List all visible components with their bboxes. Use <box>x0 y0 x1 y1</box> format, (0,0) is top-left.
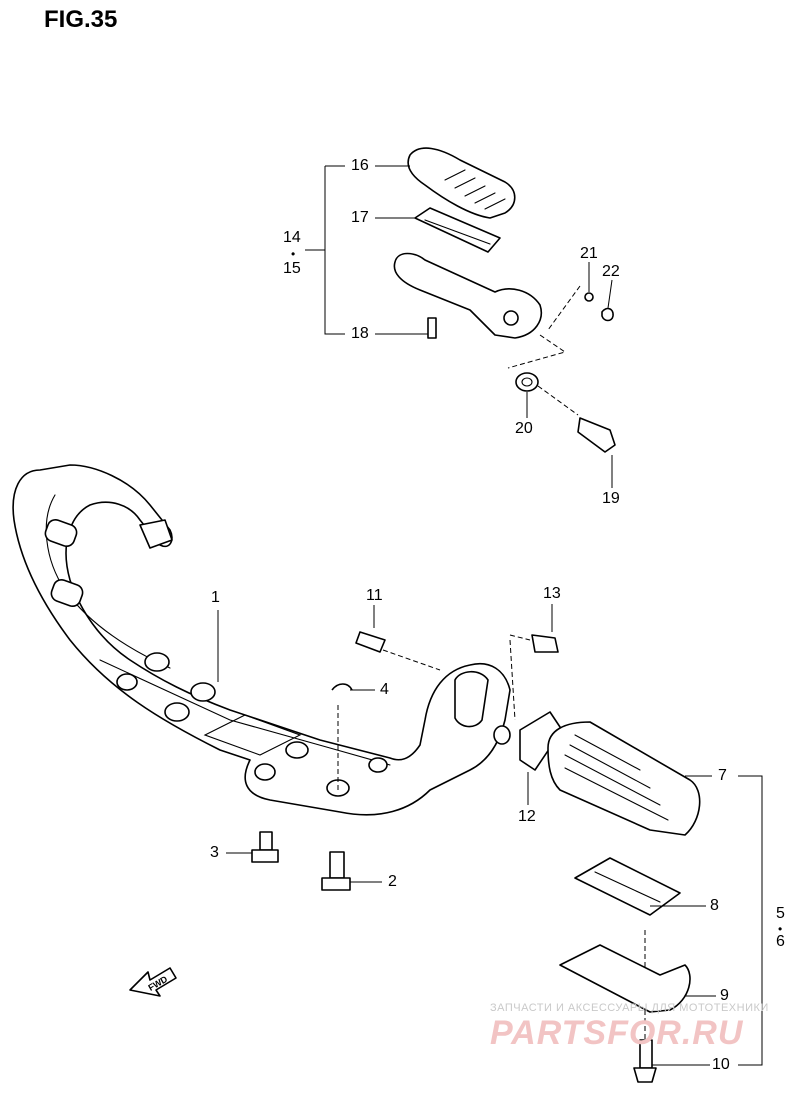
footrest-plate-part <box>414 207 501 253</box>
callout-3: 3 <box>210 844 219 861</box>
callout-22: 22 <box>602 263 620 280</box>
callout-6: 6 <box>776 933 785 950</box>
watermark-brand: PARTSFOR.RU <box>490 1014 744 1052</box>
group-dot-14-15: • <box>291 247 296 261</box>
bolt-3-part <box>251 849 279 863</box>
watermark-tagline: ЗАПЧАСТИ И АКСЕССУАРЫ ДЛЯ МОТОТЕХНИКИ <box>490 1002 769 1014</box>
callout-11: 11 <box>366 587 383 604</box>
figure-title: FIG.35 <box>44 6 118 33</box>
callout-9: 9 <box>720 987 729 1004</box>
callout-1: 1 <box>211 589 220 606</box>
washer-20-part <box>515 372 539 392</box>
callout-8: 8 <box>710 897 719 914</box>
base-9-part <box>559 944 691 1013</box>
spring-22-part <box>601 307 614 322</box>
fasteners <box>251 631 657 1083</box>
callout-16: 16 <box>351 157 369 174</box>
callout-5: 5 <box>776 905 785 922</box>
callout-19: 19 <box>602 490 620 507</box>
passenger-footrest-assembly <box>519 711 701 1013</box>
group-dot-5-6: • <box>778 922 783 936</box>
callout-15: 15 <box>283 260 301 277</box>
pivot-hardware <box>515 292 616 453</box>
callout-7: 7 <box>718 767 727 784</box>
callout-12: 12 <box>518 808 536 825</box>
callout-13: 13 <box>543 585 561 602</box>
footrest-arm-part <box>393 252 542 339</box>
clip-4-part <box>331 683 353 691</box>
callout-18: 18 <box>351 325 369 342</box>
footrest-rubber-part <box>407 147 516 219</box>
callout-21: 21 <box>580 245 598 262</box>
bolt-11-part <box>355 631 386 653</box>
callout-14: 14 <box>283 229 301 246</box>
bolt-13-part <box>531 634 559 653</box>
leader-lines <box>217 165 763 1066</box>
callout-4: 4 <box>380 681 389 698</box>
callout-17: 17 <box>351 209 369 226</box>
footrest-bracket-part <box>12 464 511 816</box>
footrest-7-part <box>547 721 701 836</box>
bolt-2-part <box>321 877 351 891</box>
callout-2: 2 <box>388 873 397 890</box>
callout-20: 20 <box>515 420 533 437</box>
callout-10: 10 <box>712 1056 730 1073</box>
bolt-18-part <box>427 317 437 339</box>
fwd-direction-arrow: FWD <box>129 967 177 997</box>
clip-21-part <box>584 292 594 302</box>
pin-19-part <box>577 417 616 453</box>
rider-footrest-assembly <box>393 147 542 339</box>
